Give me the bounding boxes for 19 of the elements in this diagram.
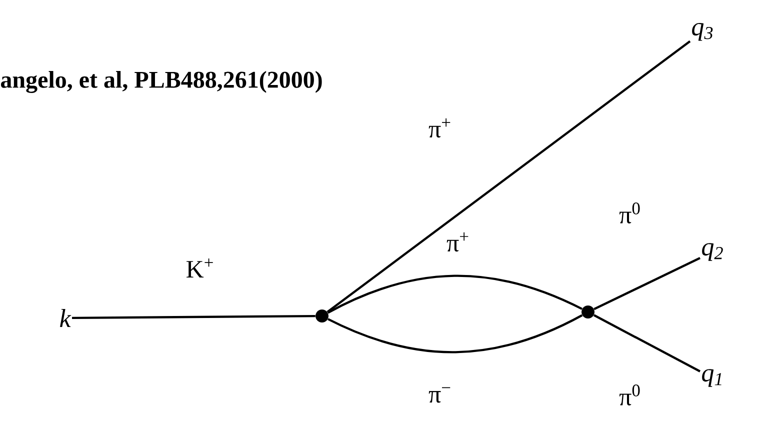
edge-label: π$^{+}$ <box>446 231 470 253</box>
particle-label: q$_{1}$ <box>702 369 722 387</box>
particle-label: q$_{3}$ <box>692 23 713 41</box>
propagator-line <box>326 40 691 313</box>
edge-label: π$^{0}$ <box>618 384 642 406</box>
vertex-dot <box>316 310 328 322</box>
particle-label: k <box>60 308 72 328</box>
vertex-dot <box>582 306 594 318</box>
edge-label: π$^{−}$ <box>428 386 452 404</box>
particle-label: q$_{2}$ <box>702 243 723 261</box>
propagator-line <box>72 314 316 320</box>
citation-heading: angelo, et al, PLB488,261(2000) <box>0 71 322 93</box>
edge-label: π$^{+}$ <box>428 117 452 139</box>
propagator-line <box>593 314 701 372</box>
propagator-line <box>328 314 583 354</box>
propagator-line <box>594 257 700 310</box>
edge-label: K$^{+}$ <box>184 258 216 278</box>
edge-label: π$^{0}$ <box>618 202 642 224</box>
propagator-line <box>327 274 583 314</box>
